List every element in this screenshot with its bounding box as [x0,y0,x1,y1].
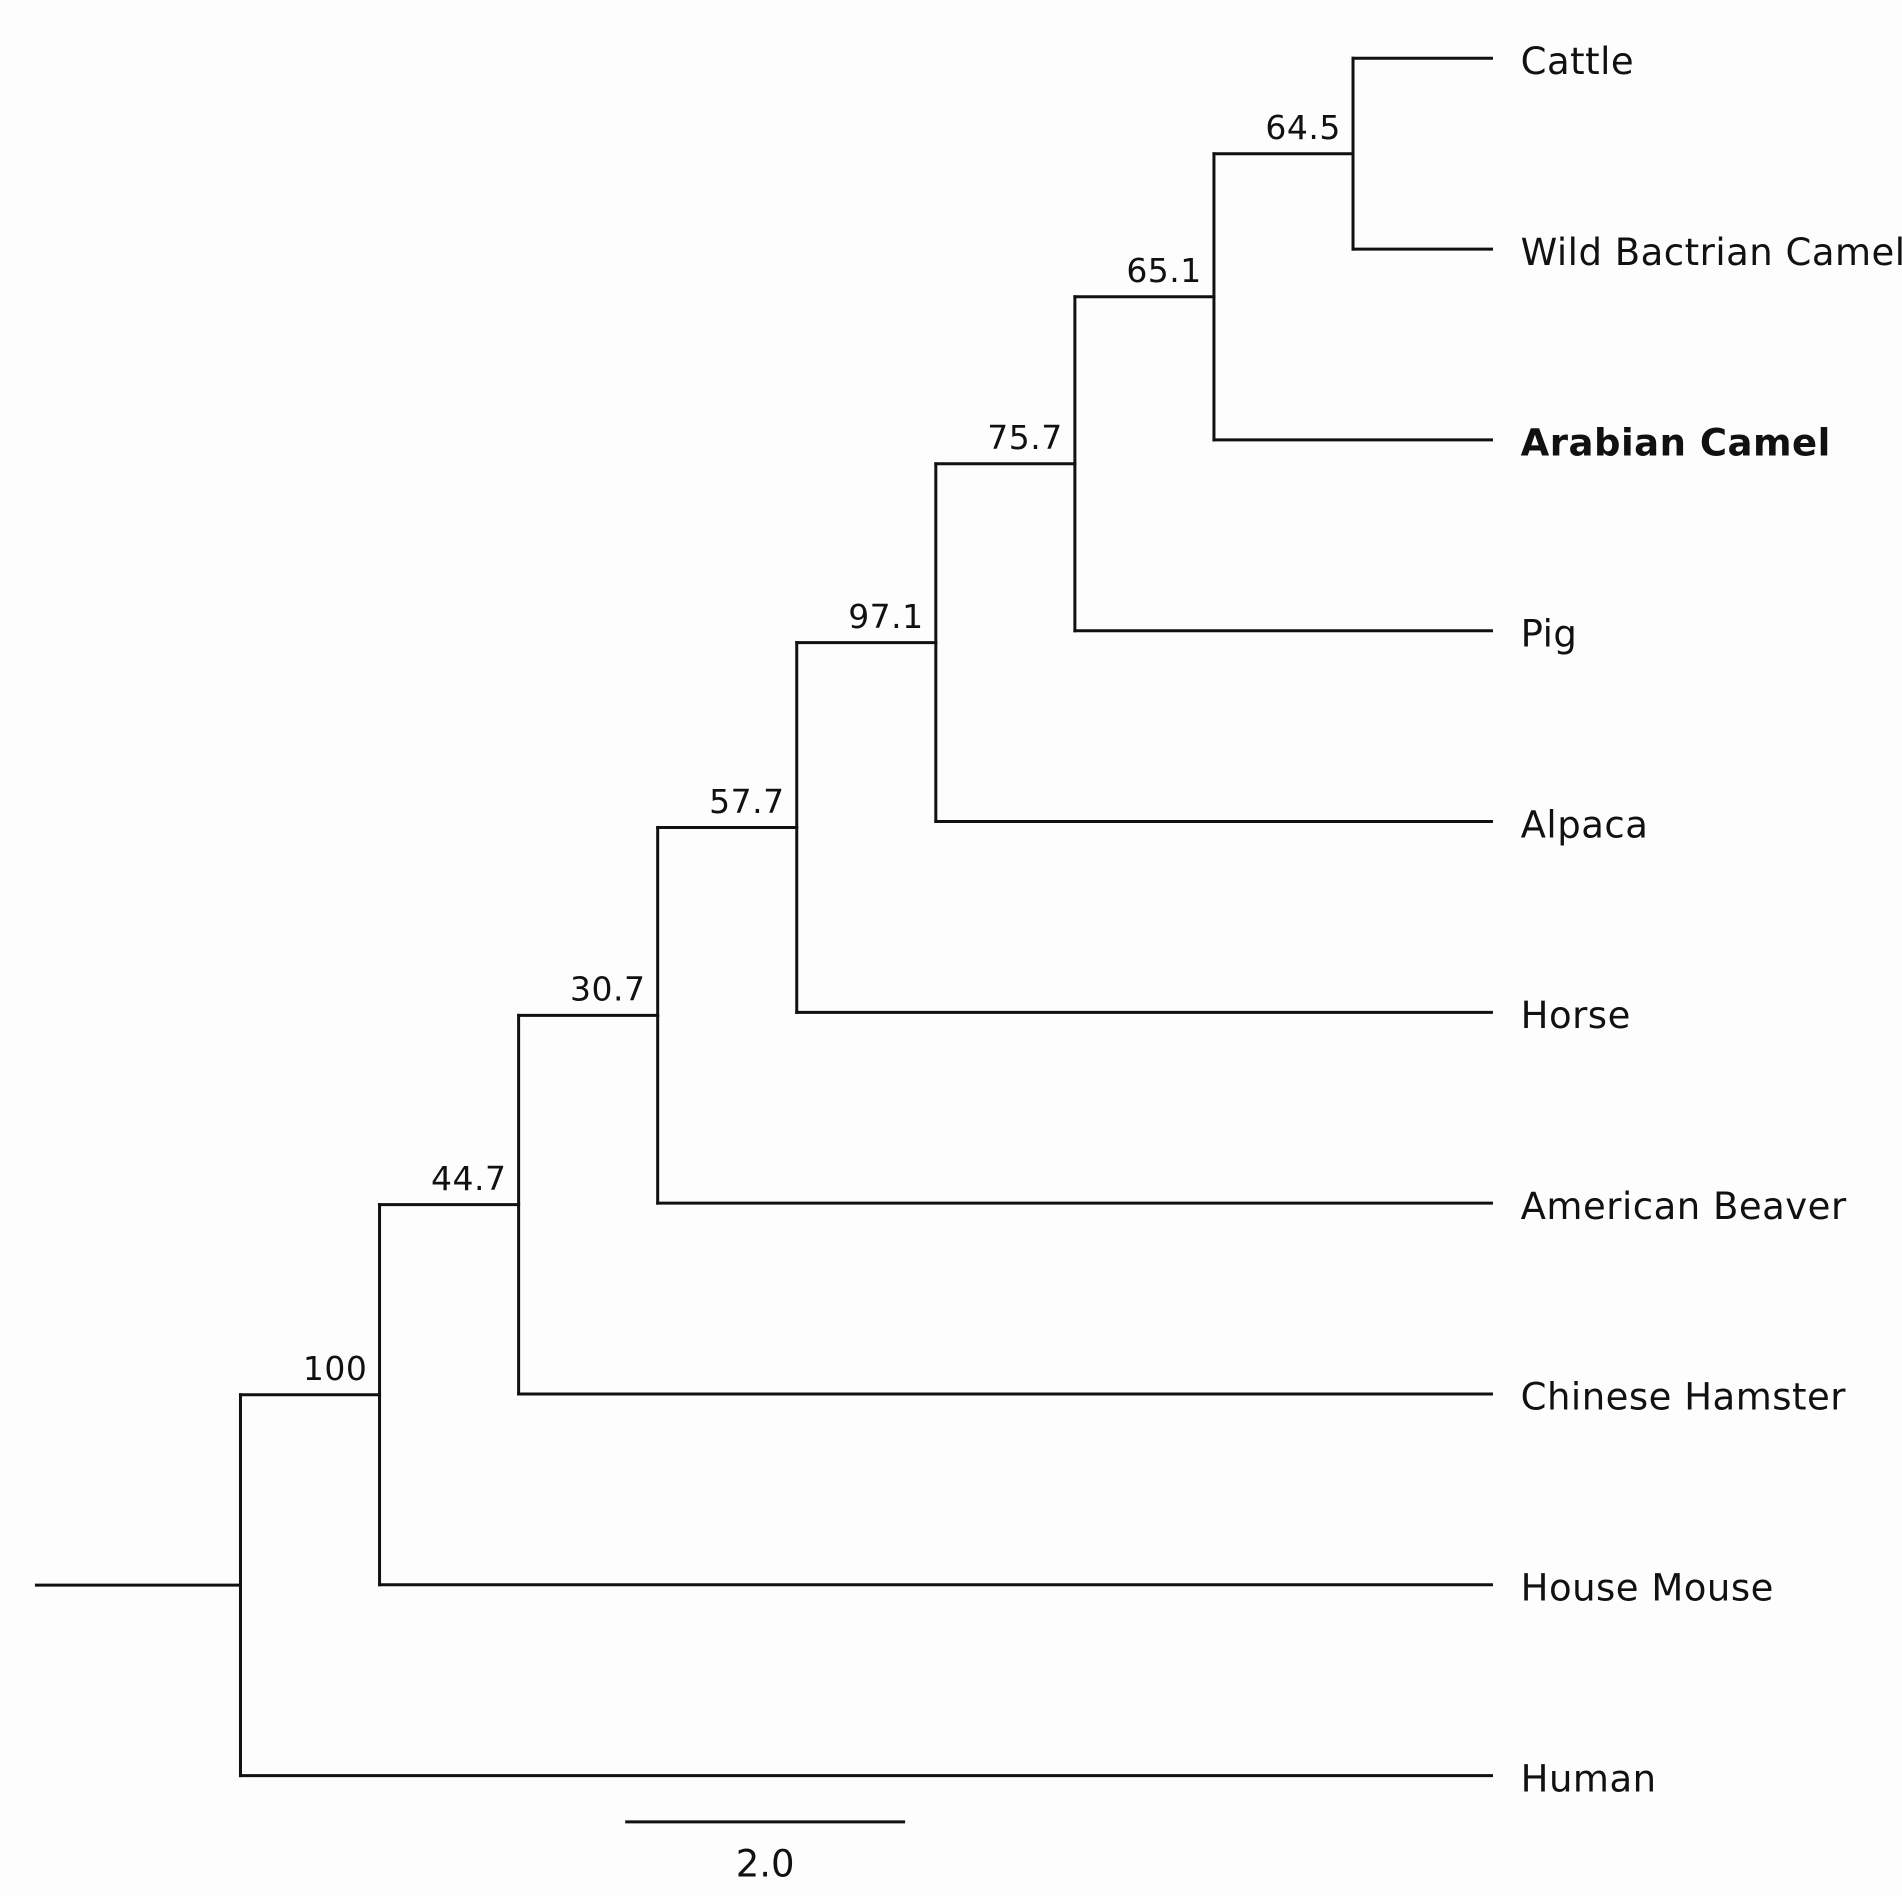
leaf-label-horse: Horse [1521,994,1631,1037]
support-value-n6: 30.7 [570,970,645,1009]
tree-branches [34,56,1493,1778]
leaf-label-beaver: American Beaver [1521,1185,1847,1228]
leaf-label-mouse: House Mouse [1521,1567,1774,1610]
leaf-label-human: Human [1521,1757,1657,1800]
support-value-n2: 65.1 [1126,251,1201,290]
scale-bar: 2.0 [625,1820,906,1885]
leaf-label-hamster: Chinese Hamster [1521,1376,1847,1419]
support-value-n3: 75.7 [987,418,1062,457]
leaf-label-pig: Pig [1521,613,1578,656]
support-value-n1: 64.5 [1265,108,1340,147]
support-value-n7: 44.7 [431,1159,506,1198]
leaf-label-arabian: Arabian Camel [1521,422,1831,465]
support-value-n4: 97.1 [848,597,923,636]
support-value-n8: 100 [303,1349,368,1388]
scale-bar-label: 2.0 [736,1842,795,1885]
leaf-label-alpaca: Alpaca [1521,803,1649,846]
leaf-label-wbc: Wild Bactrian Camel [1521,231,1902,274]
support-value-n5: 57.7 [709,782,784,821]
leaf-label-cattle: Cattle [1521,40,1635,83]
support-values: 64.5 65.1 75.7 97.1 57.7 30.7 44.7 100 [303,108,1340,1388]
